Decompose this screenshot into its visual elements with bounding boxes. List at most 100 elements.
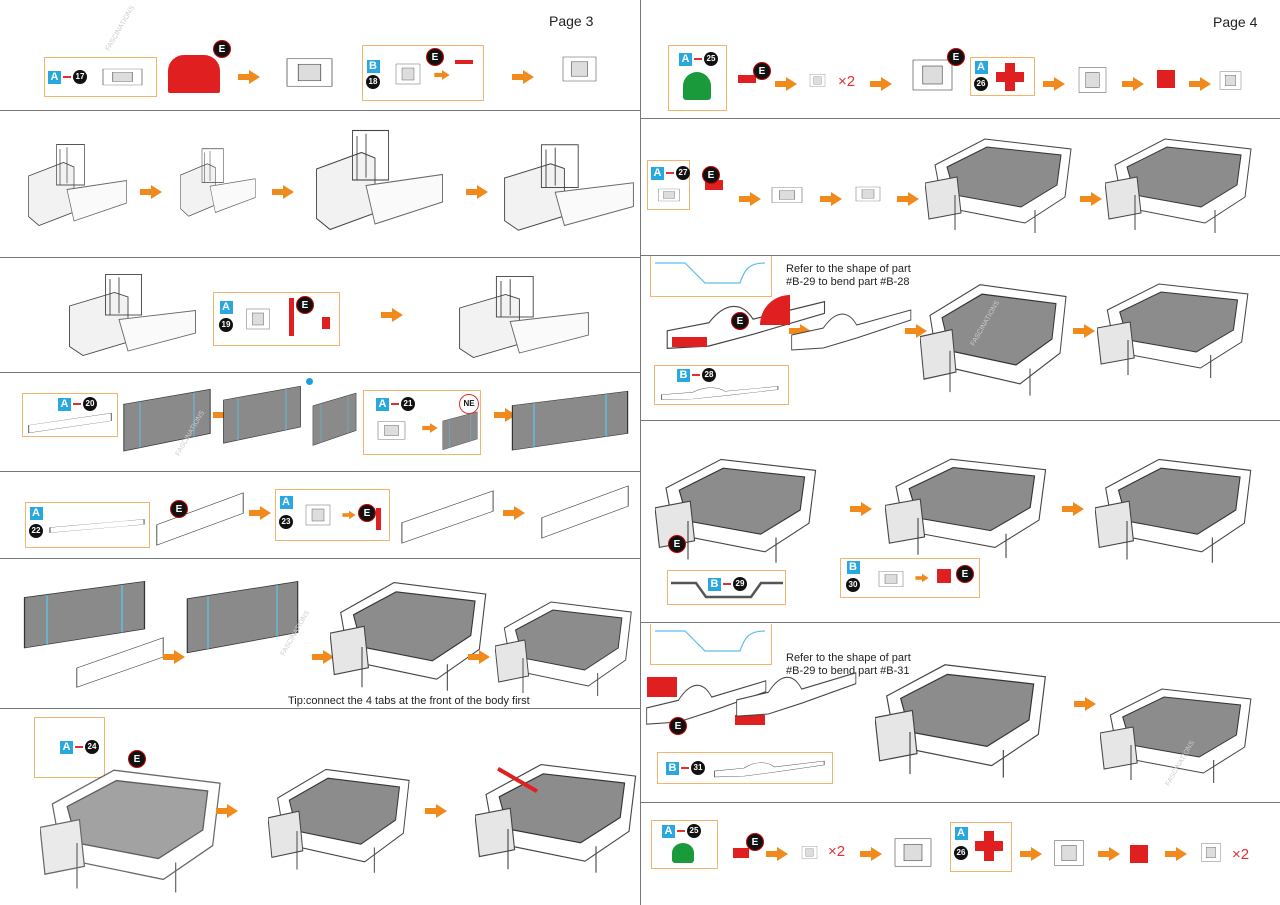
sheet-letter: B — [677, 368, 690, 382]
arrow-icon — [850, 502, 872, 516]
arrow-icon — [1122, 77, 1144, 91]
arrow-icon — [512, 70, 534, 84]
assembly-drawing — [885, 455, 1050, 560]
panel-drawing — [442, 411, 478, 451]
sheet-letter: A — [954, 827, 968, 840]
arrow-icon — [425, 804, 447, 818]
arrow-icon — [342, 510, 356, 520]
part-drawing — [48, 519, 146, 534]
badge-e: E — [746, 833, 764, 851]
part-drawing — [298, 495, 338, 535]
chassis-part-drawing — [790, 300, 915, 360]
note-line: #B-29 to bend part #B-28 — [786, 276, 910, 288]
page-3-title: Page 3 — [549, 13, 594, 29]
assembly-drawing — [268, 765, 413, 875]
part-drawing — [660, 383, 782, 403]
part-number: 24 — [85, 740, 99, 754]
part-drawing — [1213, 63, 1248, 98]
assembly-drawing — [925, 135, 1075, 235]
note-line: Refer to the shape of part — [786, 263, 911, 275]
arrow-icon — [238, 70, 260, 84]
bend-note-b28: Refer to the shape of part#B-29 to bend … — [786, 263, 911, 289]
panel-drawing — [155, 490, 245, 548]
row-divider — [0, 708, 640, 709]
part-drawing — [239, 299, 277, 339]
red-cross-part — [996, 72, 1024, 82]
assembly-drawing — [330, 578, 490, 693]
assembly-drawing — [500, 140, 638, 235]
arrow-icon — [766, 847, 788, 861]
sheet-letter: B — [666, 761, 679, 775]
part-drawing — [651, 183, 687, 207]
part-number: 23 — [279, 515, 293, 529]
tip-text: Tip:connect the 4 tabs at the front of t… — [288, 695, 530, 707]
arrow-icon — [1165, 847, 1187, 861]
part-drawing — [900, 45, 965, 105]
sheet-letter: A — [58, 397, 71, 411]
row-divider — [0, 110, 640, 111]
part-drawing — [1195, 835, 1227, 870]
panel-drawing — [22, 580, 147, 650]
part-drawing — [883, 825, 943, 880]
arrow-icon — [905, 324, 927, 338]
highlight-part — [289, 298, 294, 336]
part-drawing — [762, 180, 812, 210]
watermark: FASCINATIONS — [104, 4, 137, 53]
dash — [692, 374, 700, 376]
badge-e: E — [358, 504, 376, 522]
part-number: 29 — [733, 577, 747, 591]
part-number: 17 — [73, 70, 87, 84]
arrow-icon — [1020, 847, 1042, 861]
row-divider — [641, 420, 1280, 421]
page-divider — [640, 0, 641, 905]
sheet-letter: A — [60, 740, 73, 754]
page-4-title: Page 4 — [1213, 14, 1258, 30]
panel-drawing — [540, 483, 630, 541]
highlight-part — [672, 337, 707, 347]
part-number: 26 — [954, 846, 968, 860]
bend-shape-line — [655, 630, 766, 652]
sheet-letter: A — [219, 301, 233, 314]
arrow-icon — [775, 77, 797, 91]
chassis-part-drawing — [645, 670, 770, 735]
note-line: Refer to the shape of part — [786, 652, 911, 664]
highlight-part — [1130, 845, 1148, 863]
shape-reference-callout — [650, 624, 772, 665]
bend-shape-line — [655, 262, 766, 284]
assembly-drawing — [475, 760, 640, 875]
assembly-drawing — [65, 270, 200, 360]
badge-e: E — [170, 500, 188, 518]
arrow-icon — [1062, 502, 1084, 516]
dash — [391, 403, 399, 405]
part-number: 19 — [219, 318, 233, 332]
sheet-letter: A — [679, 52, 692, 66]
sheet-letter: A — [279, 496, 293, 509]
panel-drawing — [122, 388, 212, 453]
part-callout-a26-repeat: A 26 — [950, 822, 1012, 872]
red-cross-part — [975, 841, 1003, 851]
part-drawing — [848, 180, 888, 208]
dash — [694, 58, 702, 60]
sheet-letter: B — [846, 561, 860, 574]
chassis-part-drawing — [735, 662, 860, 727]
part-drawing — [27, 412, 113, 434]
highlight-part — [937, 569, 951, 583]
part-number: 18 — [366, 75, 380, 89]
assembly-drawing — [920, 280, 1070, 398]
arrow-icon — [1074, 697, 1096, 711]
part-label-a19: A 19 — [219, 301, 233, 332]
panel-drawing — [400, 488, 495, 546]
